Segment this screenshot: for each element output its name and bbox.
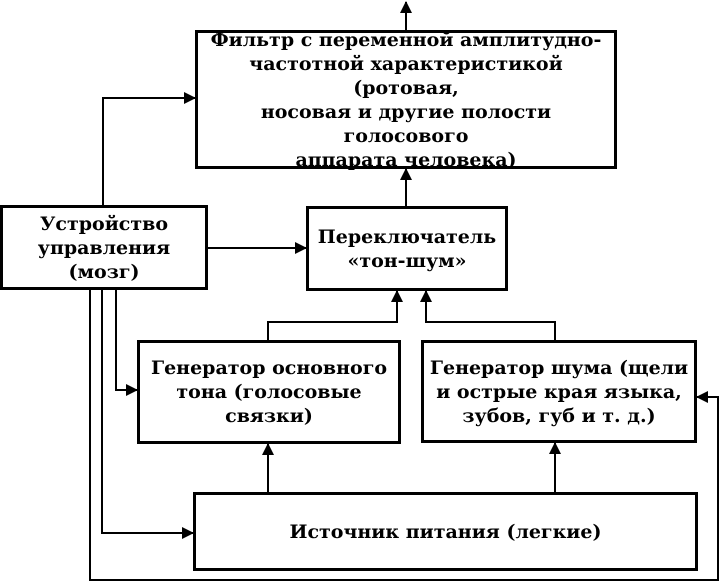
controller-box: Устройство управления (мозг)	[0, 205, 208, 290]
arrow-controller-to-power	[101, 290, 194, 539]
filter-box: Фильтр с переменной амплитудно- частотно…	[195, 28, 617, 171]
tone-generator-box: Генератор основного тона (голосовые связ…	[137, 340, 401, 444]
switch-box: Переключатель «тон-шум»	[306, 206, 508, 291]
arrow-tone-to-switch	[267, 290, 403, 340]
power-source-label: Источник питания (легкие)	[289, 520, 602, 543]
noise-generator-box: Генератор шума (щели и острые края языка…	[421, 340, 697, 443]
tone-generator-label: Генератор основного тона (голосовые связ…	[150, 357, 388, 427]
arrow-controller-to-tone	[115, 290, 138, 396]
noise-generator-label: Генератор шума (щели и острые края языка…	[429, 356, 689, 427]
arrow-controller-to-noise	[89, 290, 719, 581]
controller-label: Устройство управления (мозг)	[37, 212, 171, 283]
arrow-controller-to-filter	[102, 92, 196, 205]
arrow-noise-to-switch	[420, 290, 556, 340]
switch-label: Переключатель «тон-шум»	[317, 225, 497, 272]
power-source-box: Источник питания (легкие)	[193, 492, 698, 571]
filter-label: Фильтр с переменной амплитудно- частотно…	[210, 28, 602, 171]
